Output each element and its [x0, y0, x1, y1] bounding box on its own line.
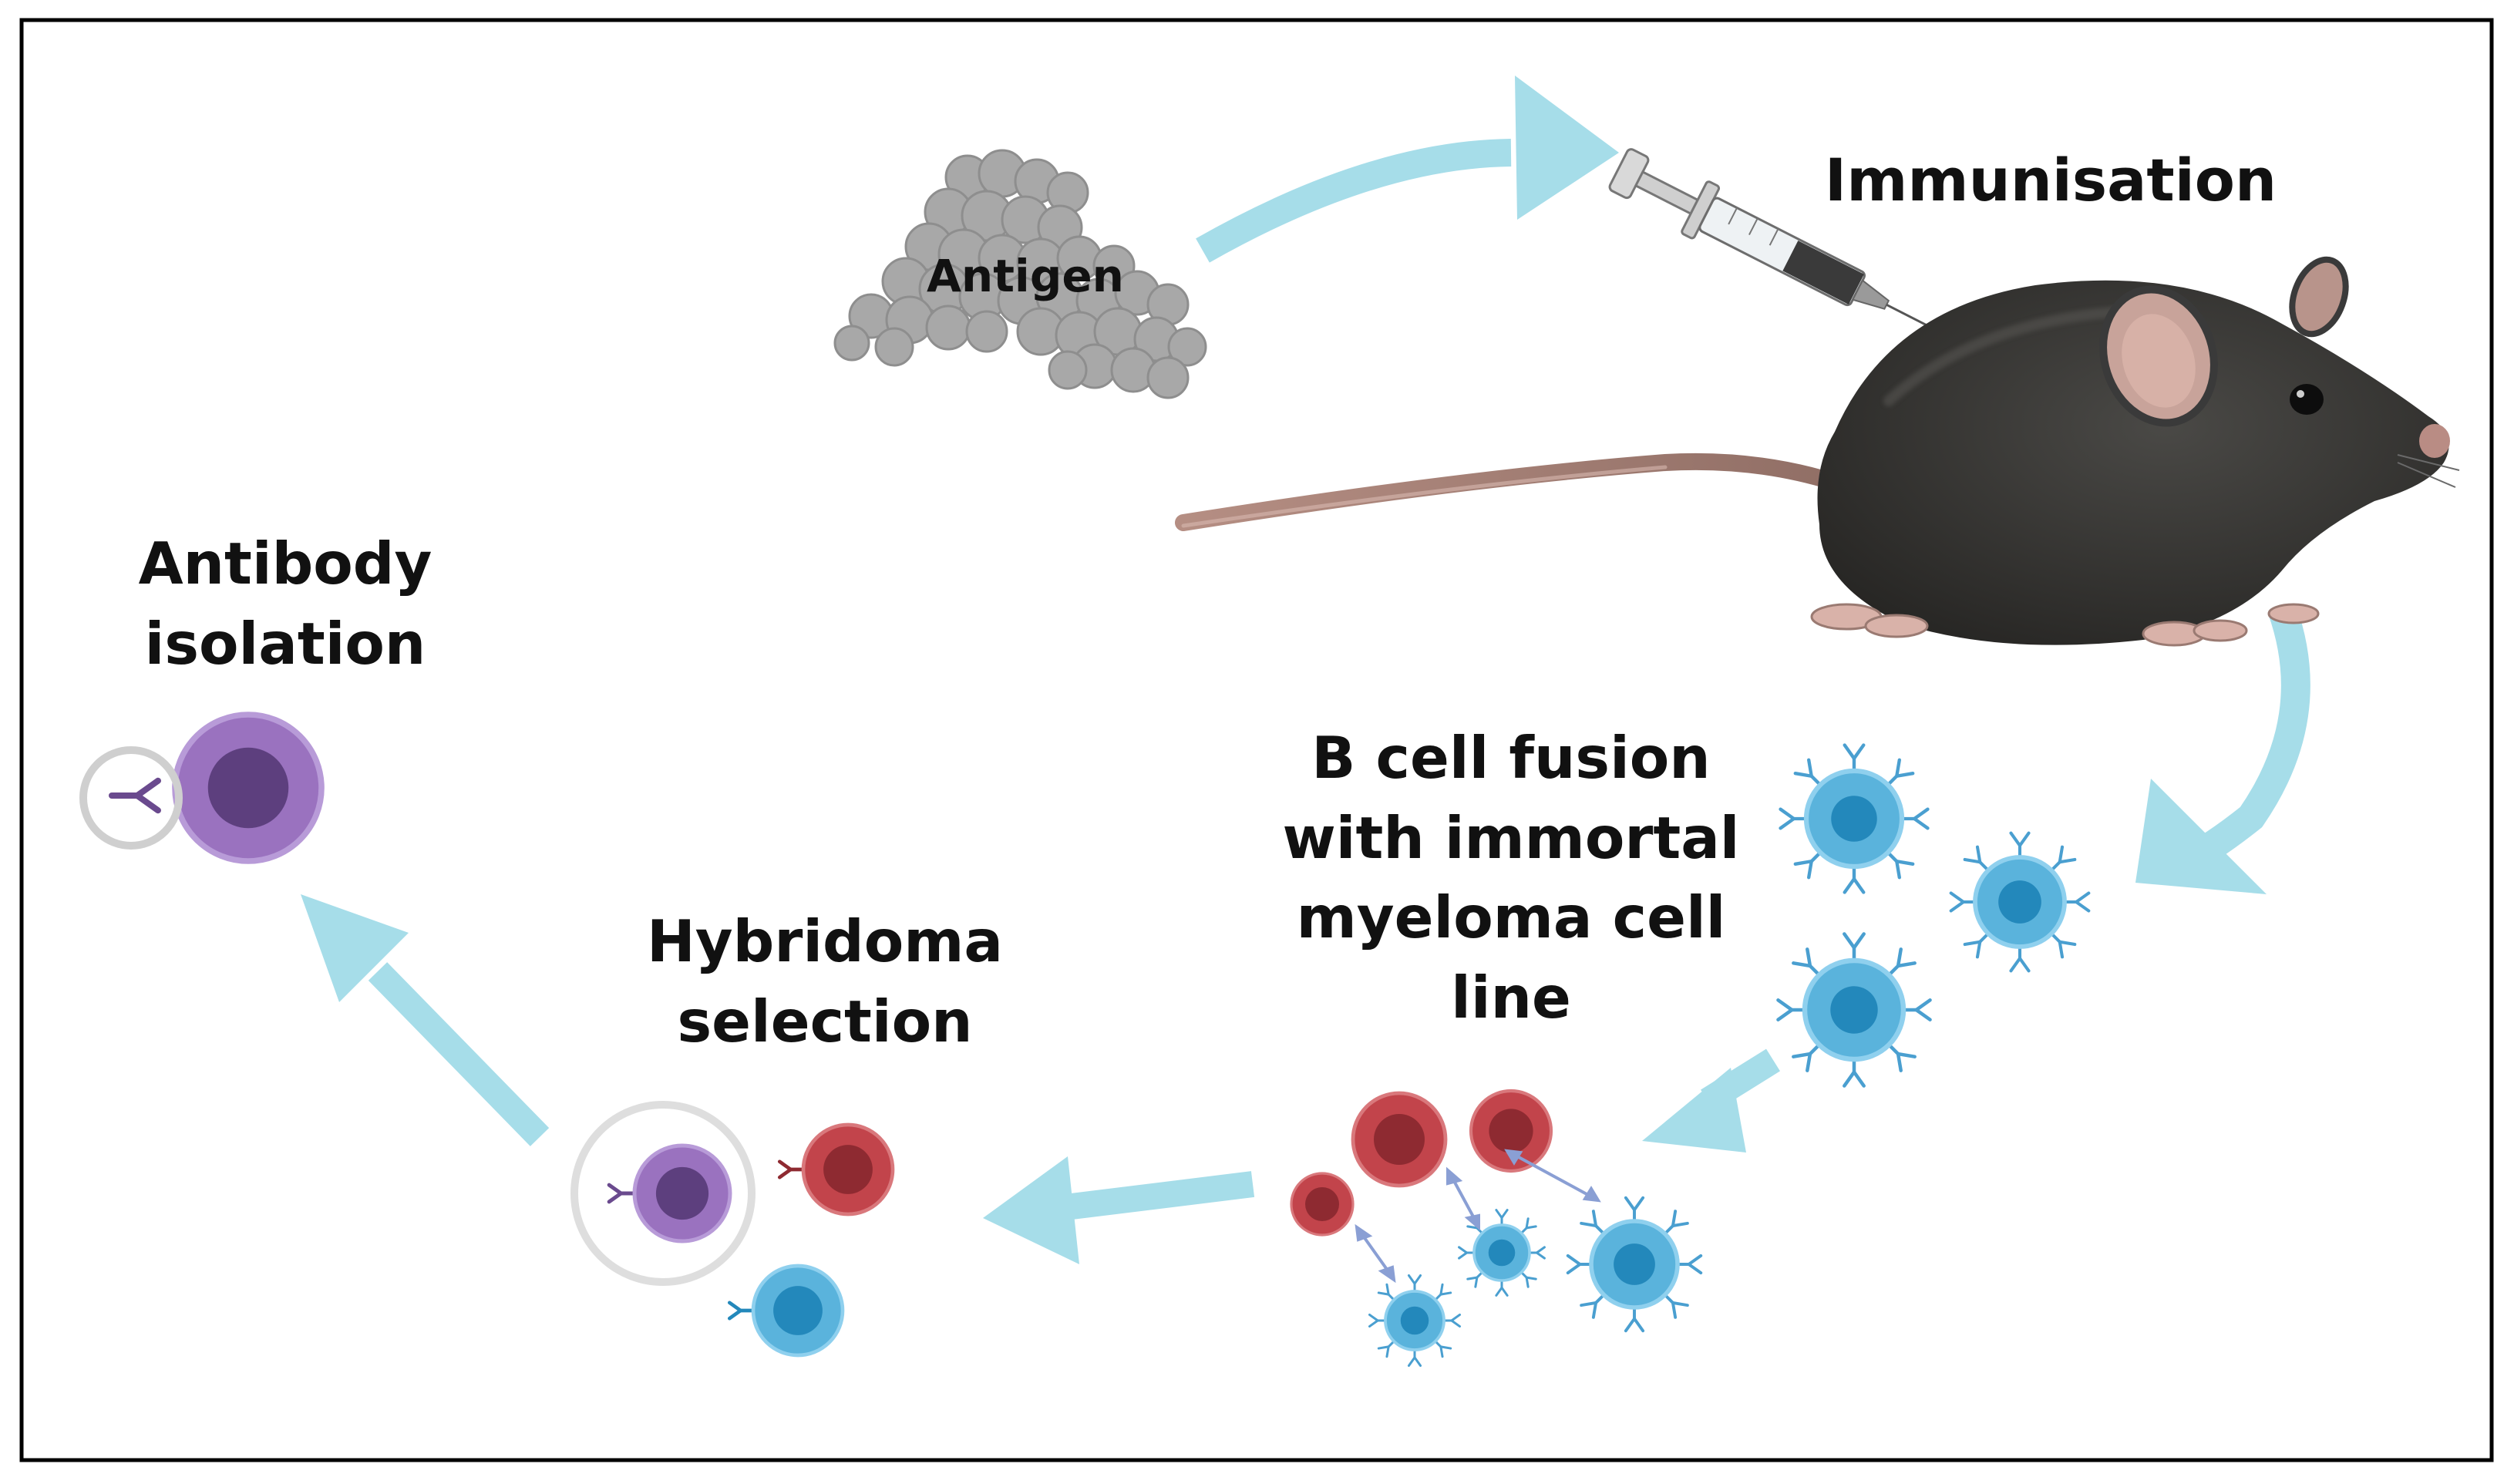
label-antigen: Antigen	[917, 245, 1133, 307]
label-antigen-text: Antigen	[927, 250, 1124, 302]
label-hybridoma-selection-line-1: Hybridoma	[646, 907, 1003, 975]
arrow-selection-to-isolation	[301, 894, 550, 1146]
label-antibody-isolation: Antibody isolation	[85, 524, 486, 684]
myeloma-cell-icon	[1290, 1172, 1355, 1237]
b-cell-icon	[1776, 932, 1932, 1088]
b-cell-icon	[1458, 1209, 1546, 1297]
arrow-antigen-to-syringe	[1196, 76, 1619, 263]
isolation-circle	[79, 746, 183, 850]
myeloma-cell-icon	[777, 1122, 895, 1216]
antigen-protein-icon	[833, 149, 1207, 399]
label-b-cell-fusion-line-4: line	[1451, 963, 1571, 1031]
mouse-icon	[1175, 256, 2460, 647]
label-antibody-isolation-line-2: isolation	[144, 609, 426, 678]
hybridoma-cell-icon	[607, 1143, 732, 1243]
label-b-cell-fusion-line-3: myeloma cell	[1296, 883, 1726, 951]
arrow-mouse-to-b-cells	[2135, 604, 2310, 894]
myeloma-cell-icon	[1469, 1089, 1553, 1173]
label-immunisation-text: Immunisation	[1824, 146, 2277, 214]
selection-circle	[570, 1101, 756, 1286]
fusion-interaction-arrows	[1355, 1149, 1601, 1284]
label-antibody-isolation-line-1: Antibody	[138, 530, 432, 597]
label-hybridoma-selection-line-2: selection	[677, 987, 973, 1055]
hybridoma-cell-icon	[172, 712, 325, 864]
arrow-b-cells-to-fusion	[1642, 1048, 1780, 1153]
label-immunisation: Immunisation	[1796, 140, 2305, 221]
label-b-cell-fusion-line-2: with immortal	[1282, 803, 1740, 872]
diagram-frame	[19, 18, 2494, 1462]
myeloma-cell-icon	[1351, 1091, 1448, 1188]
b-cell-icon	[1949, 831, 2091, 973]
cells-layer	[109, 712, 2091, 1368]
label-b-cell-fusion-line-1: B cell fusion	[1311, 724, 1711, 792]
b-cell-icon	[1368, 1274, 1462, 1368]
label-hybridoma-selection: Hybridoma selection	[594, 902, 1056, 1062]
antibody-icon	[109, 777, 161, 814]
b-cell-icon	[727, 1264, 845, 1358]
b-cell-icon	[1779, 743, 1930, 894]
b-cell-icon	[1566, 1196, 1703, 1333]
arrow-fusion-to-selection	[983, 1156, 1255, 1264]
label-b-cell-fusion: B cell fusion with immortal myeloma cell…	[1249, 718, 1773, 1038]
